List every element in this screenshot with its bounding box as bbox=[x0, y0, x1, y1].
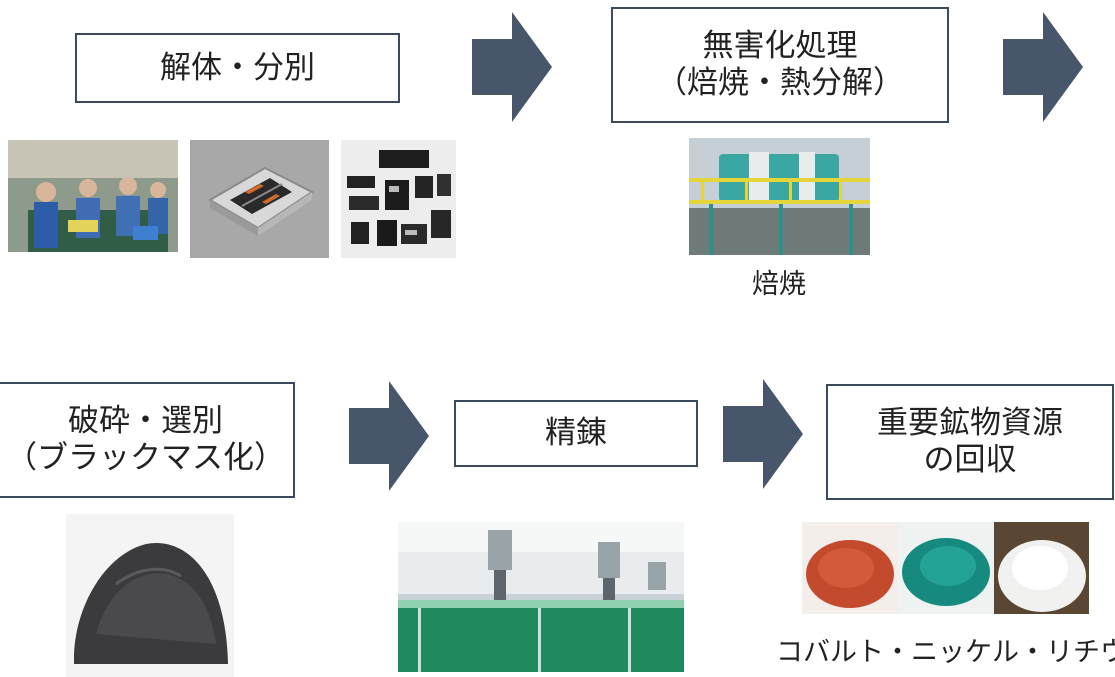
step-recover-label: 重要鉱物資源 の回収 bbox=[877, 405, 1063, 478]
step-refine-label: 精錬 bbox=[545, 415, 607, 452]
flow-arrow-2 bbox=[1003, 12, 1083, 122]
black-mass-powder-photo bbox=[66, 514, 234, 677]
step-crush-box: 破砕・選別 （ブラックマス化） bbox=[0, 382, 295, 498]
step-recover-box: 重要鉱物資源 の回収 bbox=[826, 384, 1114, 500]
flow-arrow-4 bbox=[723, 379, 803, 489]
battery-module-photo bbox=[190, 140, 329, 258]
lithium-powder-photo bbox=[994, 522, 1089, 614]
flow-arrow-3 bbox=[349, 381, 429, 491]
step-crush-label: 破砕・選別 （ブラックマス化） bbox=[6, 403, 285, 476]
caption-metals: コバルト・ニッケル・リチウム bbox=[776, 637, 1115, 668]
step-detox-box: 無害化処理 （焙焼・熱分解） bbox=[611, 7, 949, 123]
nickel-powder-photo bbox=[898, 522, 994, 614]
refining-tanks-photo bbox=[398, 522, 684, 672]
roasting-kiln-photo bbox=[689, 138, 870, 255]
step-dismantle-box: 解体・分別 bbox=[75, 33, 400, 103]
battery-packs-photo bbox=[341, 140, 456, 258]
step-detox-label: 無害化処理 （焙焼・熱分解） bbox=[656, 28, 904, 101]
flow-arrow-1 bbox=[472, 12, 552, 122]
step-dismantle-label: 解体・分別 bbox=[160, 49, 315, 86]
step-refine-box: 精錬 bbox=[454, 400, 698, 467]
dismantling-workers-photo bbox=[8, 140, 178, 252]
cobalt-powder-photo bbox=[802, 522, 898, 614]
caption-roasting: 焙焼 bbox=[752, 269, 806, 300]
